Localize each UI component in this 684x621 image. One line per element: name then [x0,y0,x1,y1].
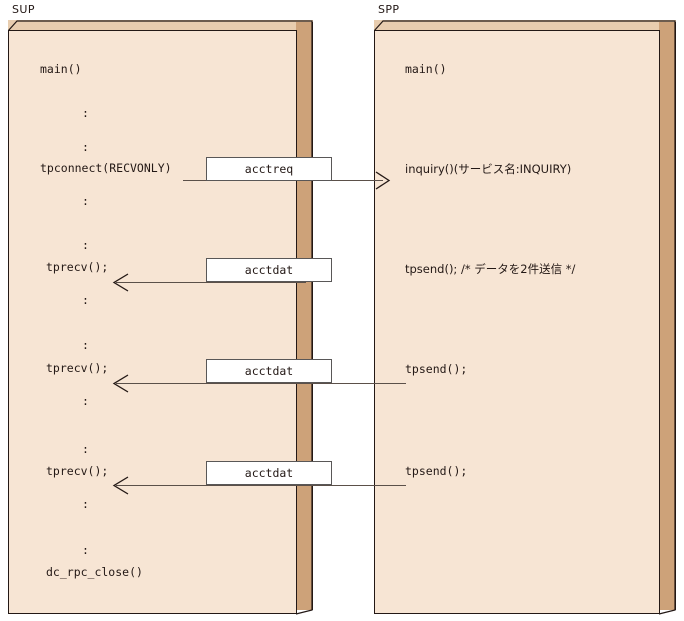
sup-line-tprecv-2: tprecv(); [46,361,109,375]
message-box-acctreq: acctreq [206,157,332,181]
panel-sup-side-outline [295,22,313,615]
sup-line-ellipsis-1: : [82,106,89,120]
panel-spp-top-bevel [374,20,676,30]
panel-sup-top-bevel [8,20,313,30]
sup-line-ellipsis-9: : [82,497,89,511]
message-arrow-line-2 [116,282,306,283]
panel-label-sup: SUP [12,3,35,16]
panel-spp [374,20,676,615]
panel-sup-face [8,30,297,614]
message-arrow-line-4 [116,485,406,486]
sup-line-ellipsis-3: : [82,194,89,208]
spp-line-tpsend-1: tpsend(); /* データを2件送信 */ [405,262,576,276]
sup-line-ellipsis-6: : [82,338,89,352]
sup-line-ellipsis-2: : [82,140,89,154]
sup-line-tprecv-3: tprecv(); [46,464,109,478]
sup-line-tprecv-1: tprecv(); [46,260,109,274]
sup-line-dc-rpc-close: dc_rpc_close() [46,565,143,579]
spp-line-tpsend-3: tpsend(); [405,464,468,478]
message-arrow-head-4 [110,475,132,497]
message-box-acctdat-1: acctdat [206,258,332,282]
panel-spp-side-outline [658,22,676,615]
sup-line-ellipsis-5: : [82,293,89,307]
spp-line-tpsend-2: tpsend(); [405,362,468,376]
sup-line-ellipsis-8: : [82,442,89,456]
sup-line-ellipsis-4: : [82,238,89,252]
sup-line-tpconnect: tpconnect(RECVONLY) [40,161,172,175]
sup-line-main: main() [40,62,82,76]
spp-line-inquiry: inquiry()(サービス名:INQUIRY) [405,162,572,176]
message-arrow-line-3 [116,383,406,384]
message-box-acctdat-3: acctdat [206,461,332,485]
message-arrow-head-3 [110,373,132,395]
message-arrow-head-1 [373,170,393,192]
message-arrow-head-2 [110,272,132,294]
panel-label-spp: SPP [378,3,400,16]
panel-sup [8,20,313,615]
spp-line-main: main() [405,62,447,76]
sup-line-ellipsis-10: : [82,543,89,557]
message-box-acctdat-2: acctdat [206,359,332,383]
sup-line-ellipsis-7: : [82,394,89,408]
panel-spp-face [374,30,660,614]
